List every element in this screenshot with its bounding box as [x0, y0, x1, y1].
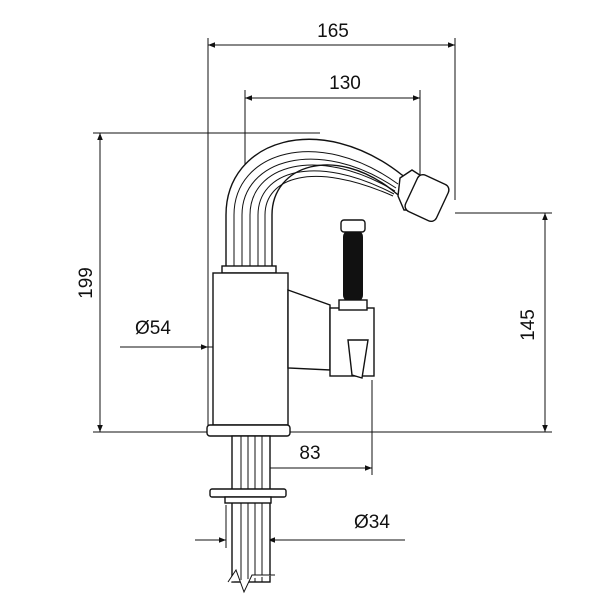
- faucet: [206, 138, 450, 594]
- base-plate: [206, 424, 291, 437]
- dimension-145: 145: [518, 213, 548, 432]
- dimension-d34: Ø34: [195, 505, 405, 548]
- lever-knob: [343, 230, 363, 302]
- dim-label-199: 199: [76, 267, 97, 299]
- dim-label-130: 130: [329, 73, 361, 94]
- dim-label-145: 145: [518, 309, 539, 341]
- spout: [221, 138, 450, 274]
- handle: [329, 219, 375, 379]
- dim-label-165: 165: [317, 21, 349, 42]
- faucet-body: [212, 272, 289, 426]
- dim-label-83: 83: [299, 443, 320, 464]
- extension-lines: [93, 38, 552, 475]
- dimension-199: 199: [76, 133, 103, 432]
- dimension-165: 165: [208, 21, 455, 48]
- dim-label-d54: Ø54: [135, 318, 171, 339]
- shank: [209, 435, 287, 594]
- dim-label-d34: Ø34: [354, 512, 390, 533]
- handle-neck: [287, 289, 331, 371]
- dimension-130: 130: [245, 73, 420, 101]
- fixing-nut: [209, 488, 287, 498]
